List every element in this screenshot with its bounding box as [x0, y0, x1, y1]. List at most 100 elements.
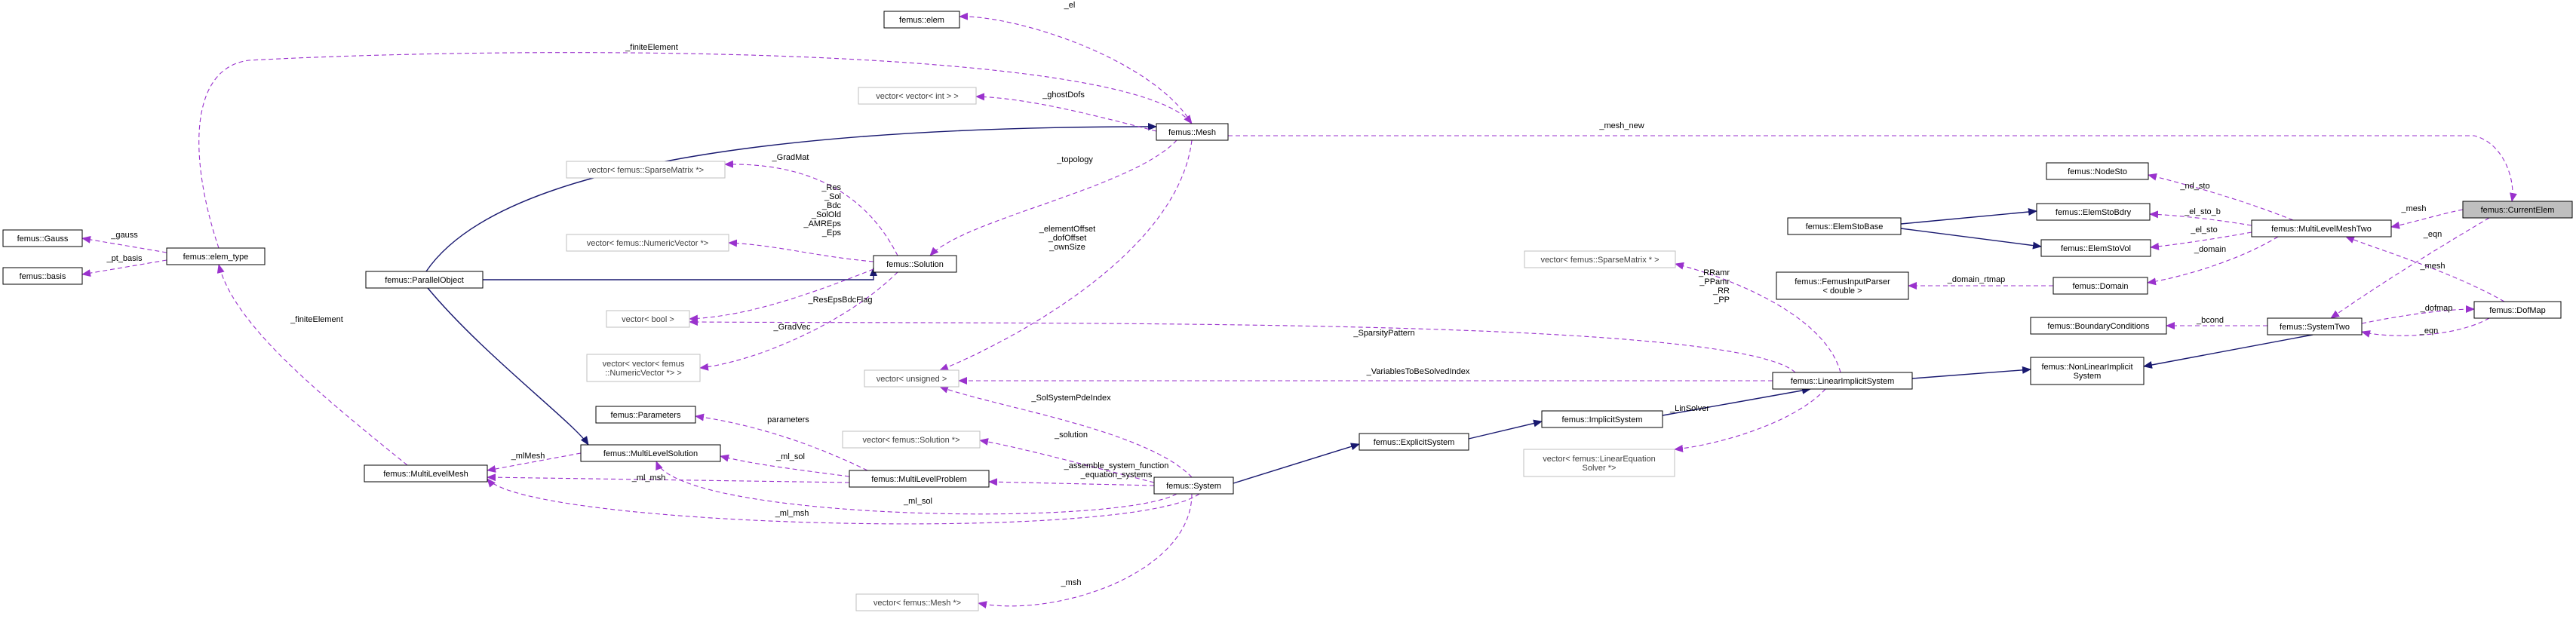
node-box: [2267, 317, 2363, 336]
node-label: femus::Parameters: [611, 411, 681, 420]
node-box: [2040, 239, 2151, 257]
edge-label-line: _mlMesh: [511, 452, 545, 461]
edge-label-line: _finiteElement: [625, 43, 678, 52]
usage-edge-system-to-vunsigned: [939, 386, 1193, 478]
class-node-mlsolution[interactable]: femus::MultiLevelSolution: [580, 444, 721, 462]
edge-label-line: _AMREps: [803, 219, 841, 228]
node-label: femus::Gauss: [17, 234, 69, 244]
class-node-basis[interactable]: femus::basis: [2, 267, 83, 285]
class-node-mlproblem[interactable]: femus::MultiLevelProblem: [849, 470, 990, 488]
class-node-parameters[interactable]: femus::Parameters: [595, 406, 696, 424]
edge-label-finiteElement_left: _finiteElement: [290, 315, 343, 324]
node-box: [2046, 162, 2149, 180]
node-label: femus::FemusInputParser< double >: [1795, 277, 1890, 296]
usage-edge-elem_type-to-gauss: [81, 235, 167, 253]
node-box: [1524, 250, 1676, 268]
edge-label-line: _Eps: [821, 228, 842, 237]
class-node-mesh[interactable]: femus::Mesh: [1156, 123, 1229, 141]
node-label-line: femus::NonLinearImplicit: [2041, 363, 2132, 372]
node-label-line: System: [2074, 372, 2102, 381]
edge-label-mesh_ce: _mesh: [2400, 204, 2426, 213]
edge-label-line: _eqn: [2423, 230, 2442, 239]
node-box: [2, 229, 83, 247]
node-label: femus::NodeSto: [2068, 167, 2127, 176]
class-node-elemstovol[interactable]: femus::ElemStoVol: [2040, 239, 2151, 257]
node-box: [2030, 317, 2167, 335]
inheritance-edge-system-to-explicit: [1233, 443, 1360, 484]
edges-layer: [81, 12, 2517, 608]
class-node-currentelem[interactable]: femus::CurrentElem: [2462, 201, 2573, 219]
node-label-line: femus::MultiLevelMeshTwo: [2271, 225, 2372, 234]
node-label: vector< femus::Mesh *>: [874, 599, 961, 608]
usage-edge-linimplicit-to-vsparse2: [1675, 262, 1841, 373]
class-node-domain[interactable]: femus::Domain: [2053, 277, 2148, 295]
node-label-line: vector< bool >: [622, 315, 674, 324]
edge-label-line: _msh: [1061, 578, 1082, 587]
class-node-bc[interactable]: femus::BoundaryConditions: [2030, 317, 2167, 335]
edge-label-line: _ml_msh: [631, 473, 666, 483]
node-label-line: femus::Mesh: [1168, 128, 1216, 137]
node-label: femus::DofMap: [2489, 306, 2546, 315]
usage-edge-elem-to-mesh: [959, 12, 1193, 124]
node-label: vector< bool >: [622, 315, 674, 324]
class-node-implicit[interactable]: femus::ImplicitSystem: [1541, 410, 1663, 428]
class-node-vsparse: vector< femus::SparseMatrix *>: [566, 161, 726, 179]
class-node-gauss[interactable]: femus::Gauss: [2, 229, 83, 247]
edge-label-line: _RRamr: [1698, 268, 1730, 277]
edge-label-finiteElement_top: _finiteElement: [625, 43, 678, 52]
node-label: femus::BoundaryConditions: [2047, 322, 2150, 331]
node-label: femus::ExplicitSystem: [1374, 438, 1455, 447]
usage-edge-system-to-mlmesh: [487, 478, 1200, 525]
class-node-explicit[interactable]: femus::ExplicitSystem: [1359, 433, 1469, 451]
inheritance-edge-parallel-to-solution: [483, 267, 877, 280]
node-label: femus::SystemTwo: [2280, 323, 2350, 332]
node-label: femus::CurrentElem: [2481, 206, 2555, 215]
class-node-vsolution: vector< femus::Solution *>: [842, 430, 981, 449]
edge-label-el_sto_b: _el_sto_b: [2184, 207, 2221, 216]
class-node-elemstobase[interactable]: femus::ElemStoBase: [1787, 217, 1902, 235]
node-label-line: femus::System: [1166, 482, 1221, 491]
class-node-elemstobdry[interactable]: femus::ElemStoBdry: [2036, 203, 2151, 221]
node-label-line: vector< femus::SparseMatrix *>: [588, 166, 704, 175]
class-node-dofmap[interactable]: femus::DofMap: [2473, 301, 2562, 319]
edge-label-line: _RR: [1712, 286, 1730, 296]
node-label: vector< femus::SparseMatrix * >: [1540, 256, 1659, 265]
edge-label-line: _solution: [1054, 430, 1088, 440]
edge-label-line: _ResEpsBdcFlag: [808, 296, 873, 305]
node-box: [1772, 372, 1913, 390]
node-label-line: femus::Gauss: [17, 234, 69, 244]
node-label-line: femus::DofMap: [2489, 306, 2546, 315]
class-node-mlmeshtwo[interactable]: femus::MultiLevelMeshTwo: [2251, 219, 2392, 237]
node-box: [364, 464, 488, 483]
class-node-inputparser[interactable]: femus::FemusInputParser< double >: [1776, 271, 1909, 300]
edge-label-GradMat: _GradMat: [772, 153, 809, 162]
usage-edge-dofmap-to-systemtwo: [2361, 317, 2490, 338]
node-box: [883, 11, 960, 29]
usage-edge-vvint-to-mesh: [975, 93, 1157, 132]
class-node-elem_type[interactable]: femus::elem_type: [166, 247, 266, 265]
edge-label-line: _ml_msh: [775, 509, 809, 518]
node-label: femus::ElemStoBase: [1806, 222, 1884, 231]
class-node-system[interactable]: femus::System: [1153, 476, 1234, 495]
inheritance-edge-systemtwo-to-nonlinimplicit: [2143, 334, 2313, 369]
node-label-line: femus::MultiLevelProblem: [871, 475, 967, 484]
class-node-mlmesh[interactable]: femus::MultiLevelMesh: [364, 464, 488, 483]
node-box: [858, 87, 977, 105]
class-node-parallel[interactable]: femus::ParallelObject: [365, 271, 484, 289]
edge-label-line: _bcond: [2196, 316, 2224, 325]
class-node-systemtwo[interactable]: femus::SystemTwo: [2267, 317, 2363, 336]
usage-edge-solution-to-vbool: [689, 268, 874, 323]
class-node-linimplicit[interactable]: femus::LinearImplicitSystem: [1772, 372, 1913, 390]
edge-label-GradVec: _GradVec: [773, 323, 811, 332]
node-box: [606, 310, 690, 328]
class-node-solution[interactable]: femus::Solution: [873, 255, 957, 273]
class-node-nodesto[interactable]: femus::NodeSto: [2046, 162, 2149, 180]
edge-label-LinSolver: _LinSolver: [1669, 404, 1709, 413]
node-box: [1523, 449, 1675, 477]
class-node-elem[interactable]: femus::elem: [883, 11, 960, 29]
node-label-line: vector< vector< femus: [603, 360, 685, 369]
node-label: femus::elem_type: [183, 253, 249, 262]
node-label-line: femus::MultiLevelSolution: [603, 449, 698, 458]
